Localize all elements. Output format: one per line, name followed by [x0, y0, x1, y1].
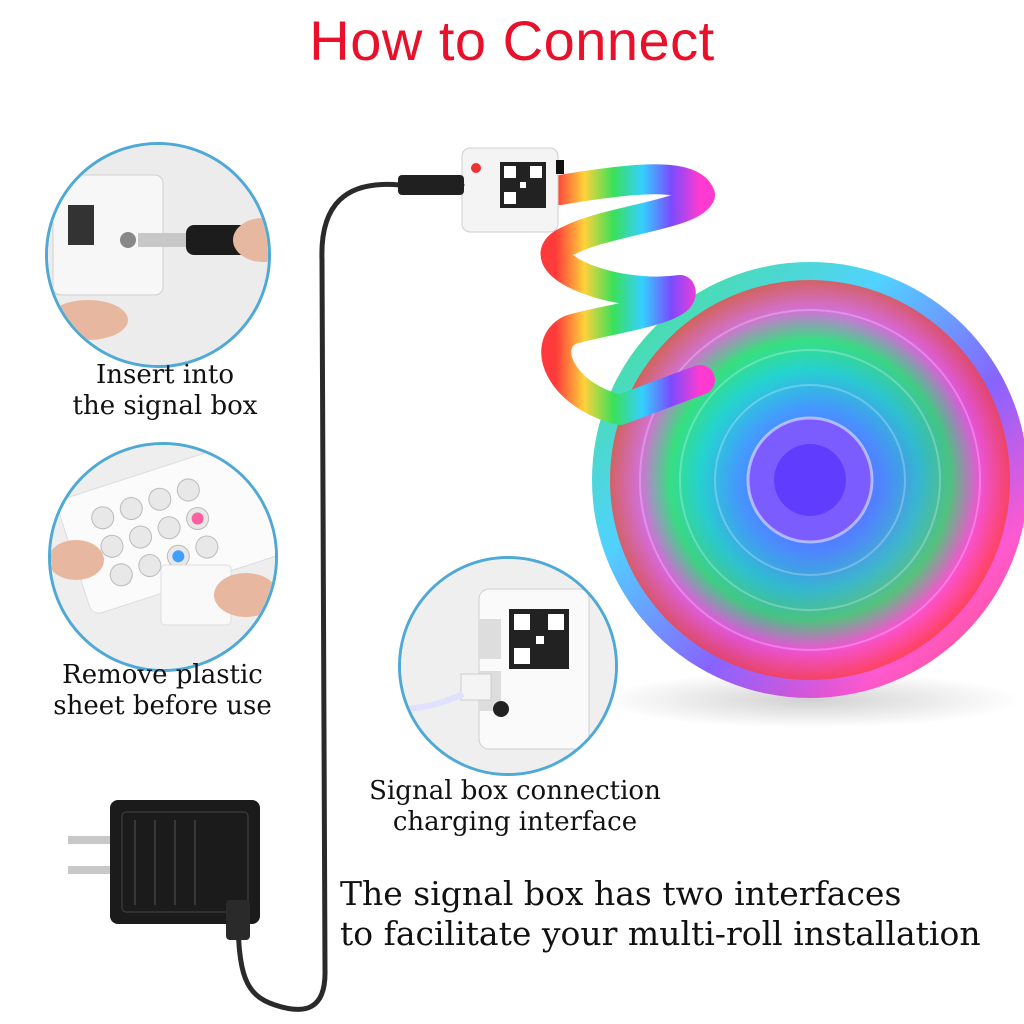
step-connection-circle	[398, 556, 618, 776]
step-caption-line: sheet before use	[53, 691, 272, 722]
step-remote-circle	[48, 442, 278, 672]
step-caption-line: Remove plastic	[62, 660, 263, 690]
footer-line: The signal box has two interfaces	[340, 874, 902, 913]
signal-box-connection-icon	[401, 559, 615, 773]
step-caption-insert: Insert into the signal box	[30, 360, 300, 422]
step-insert-circle	[45, 142, 271, 368]
signal-box-icon	[461, 147, 564, 233]
footer-line: to facilitate your multi-roll installati…	[340, 913, 981, 953]
step-caption-line: Insert into	[95, 360, 235, 390]
step-caption-line: Signal box connection	[369, 776, 661, 806]
led-strip-roll-icon	[592, 262, 1024, 728]
page-title: How to Connect	[309, 9, 715, 72]
dc-plug-insert-icon	[48, 145, 268, 365]
step-caption-remove-sheet: Remove plastic sheet before use	[20, 660, 305, 722]
led-strip-tail	[540, 164, 715, 425]
step-caption-line: charging interface	[392, 807, 638, 838]
dc-plug-icon	[398, 175, 464, 195]
step-caption-connection: Signal box connection charging interface	[330, 776, 700, 838]
power-adapter-icon	[68, 800, 260, 940]
footer-note: The signal box has two interfaces to fac…	[340, 874, 1020, 953]
remote-control-icon	[51, 445, 275, 669]
step-caption-line: the signal box	[72, 391, 258, 422]
